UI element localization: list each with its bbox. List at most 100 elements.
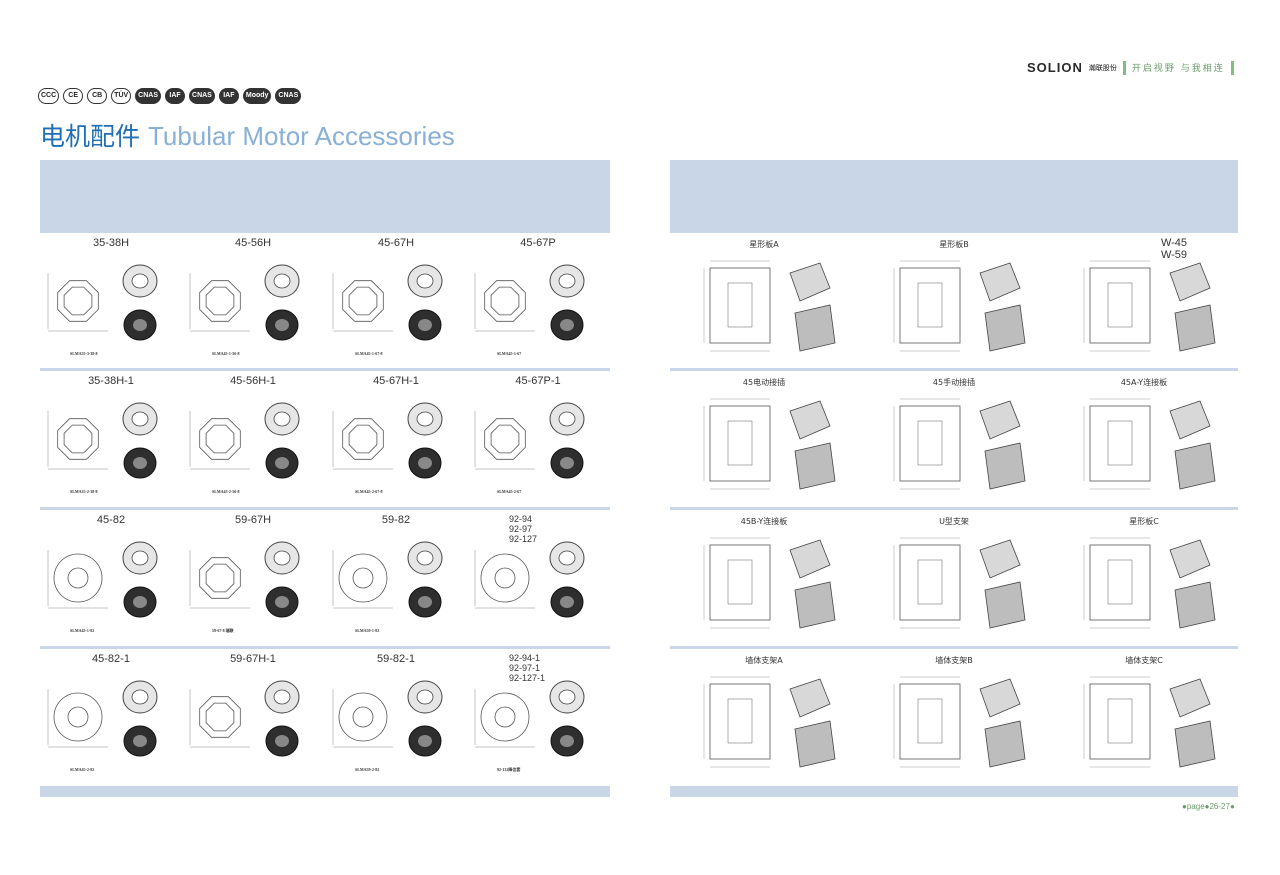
product-illustration	[47, 541, 158, 618]
left-header-band	[40, 160, 610, 233]
cb-cert-icon: CB	[87, 88, 108, 104]
part-render	[984, 442, 1026, 490]
product-cell: 45B-Y连接板	[670, 510, 858, 645]
product-code: SLMA35-2-38-8	[70, 489, 98, 494]
part-render	[1174, 442, 1216, 490]
product-code: SLMA45-2-56-8	[212, 489, 240, 494]
technical-drawing	[703, 260, 771, 352]
page-title: 电机配件 Tubular Motor Accessories	[40, 120, 455, 153]
part-render	[789, 678, 831, 718]
product-code: SLMA45-2-67	[497, 489, 522, 494]
front-view-drawing	[189, 411, 250, 470]
product-model-label: 59-82-1	[377, 653, 415, 665]
product-illustration	[893, 398, 1026, 490]
product-name-label: 星形板A	[749, 240, 779, 249]
iaf-cert-icon: IAF	[218, 88, 239, 104]
product-illustration	[189, 541, 300, 618]
product-cell: 45电动接插	[670, 371, 858, 506]
technical-drawing	[1083, 537, 1151, 629]
product-code: 59-67-8 瑞联	[212, 628, 234, 633]
page-range: 26-27	[1209, 802, 1230, 811]
product-code: SLMA59-2-82	[355, 767, 380, 772]
product-cell: 59-67H 59-67-8 瑞联	[182, 510, 324, 645]
part-render	[794, 442, 836, 490]
product-model-label: 45-82-1	[92, 653, 130, 665]
part-render	[789, 400, 831, 440]
technical-drawing	[893, 260, 961, 352]
product-illustration	[47, 680, 158, 757]
product-illustration	[332, 680, 443, 757]
product-model-label: 59-67H-1	[230, 653, 276, 665]
product-illustration	[189, 264, 300, 341]
brand-logo: SOLION	[1027, 60, 1083, 75]
product-name-label: 45手动接插	[932, 378, 976, 387]
part-render	[979, 400, 1021, 440]
product-model-label: 45-67P-1	[515, 375, 561, 387]
product-model-label: 45-56H-1	[230, 375, 276, 387]
product-illustration	[703, 537, 836, 629]
part-render	[1169, 539, 1211, 579]
page-dot: ●	[1182, 802, 1187, 811]
product-model-label: 59-67H	[234, 514, 272, 526]
front-view-drawing	[47, 550, 108, 609]
moody-cert-icon: Moody	[242, 88, 272, 104]
product-cell: 星形板A	[670, 233, 858, 368]
row-divider	[670, 368, 1238, 371]
front-view-drawing	[189, 550, 250, 609]
front-view-drawing	[332, 411, 393, 470]
brand-slogan: 开启视野 与我相连	[1131, 64, 1225, 74]
product-illustration	[1083, 676, 1216, 768]
part-render	[1174, 304, 1216, 352]
brand-header: SOLION 瀚联股份 开启视野 与我相连	[1027, 60, 1234, 75]
product-illustration	[47, 264, 158, 341]
product-model-label: 92-94 92-97 92-127	[509, 514, 538, 544]
product-cell: 墙体支架A	[670, 649, 858, 784]
product-model-label: 45-67H-1	[373, 375, 419, 387]
product-illustration	[893, 676, 1026, 768]
part-render	[984, 304, 1026, 352]
tuv-cert-icon: TÜV	[111, 88, 132, 104]
product-illustration	[474, 402, 585, 479]
front-view-drawing	[332, 550, 393, 609]
part-render	[794, 720, 836, 768]
part-render	[1169, 400, 1211, 440]
right-header-band	[670, 160, 1238, 233]
technical-drawing	[1083, 260, 1151, 352]
product-cell: U型支架	[860, 510, 1048, 645]
page-dot: ●	[1229, 802, 1235, 811]
product-model-label: 45-56H	[234, 237, 272, 249]
product-cell: 92-94 92-97 92-127	[467, 510, 609, 645]
product-illustration	[189, 680, 300, 757]
part-render	[1174, 581, 1216, 629]
row-divider	[40, 507, 610, 510]
ccc-cert-icon: CCC	[38, 88, 60, 104]
product-model-label: 45-82	[96, 514, 126, 526]
product-model-label: 92-94-1 92-97-1 92-127-1	[509, 653, 546, 683]
cnas-cert-icon: CNAS	[275, 88, 302, 104]
product-cell: 墙体支架B	[860, 649, 1048, 784]
part-render	[794, 304, 836, 352]
product-code: SLMA45-1-67	[497, 351, 522, 356]
page-title-cn: 电机配件	[40, 122, 141, 151]
part-render	[789, 262, 831, 302]
product-model-label: 35-38H-1	[88, 375, 134, 387]
technical-drawing	[1083, 676, 1151, 768]
technical-drawing	[703, 537, 771, 629]
certification-logos: CCC CE CB TÜV CNAS IAF CNAS IAF Moody CN…	[38, 88, 302, 104]
product-code: SLMA45-1-56-8	[212, 351, 240, 356]
product-illustration	[1083, 398, 1216, 490]
part-render	[984, 581, 1026, 629]
front-view-drawing	[47, 273, 108, 332]
product-illustration	[474, 264, 585, 341]
product-cell: 45A-Y连接板	[1050, 371, 1238, 506]
part-render	[979, 262, 1021, 302]
product-cell: 59-67H-1	[182, 649, 324, 784]
front-view-drawing	[47, 411, 108, 470]
product-name-label: 墙体支架C	[1125, 656, 1163, 665]
